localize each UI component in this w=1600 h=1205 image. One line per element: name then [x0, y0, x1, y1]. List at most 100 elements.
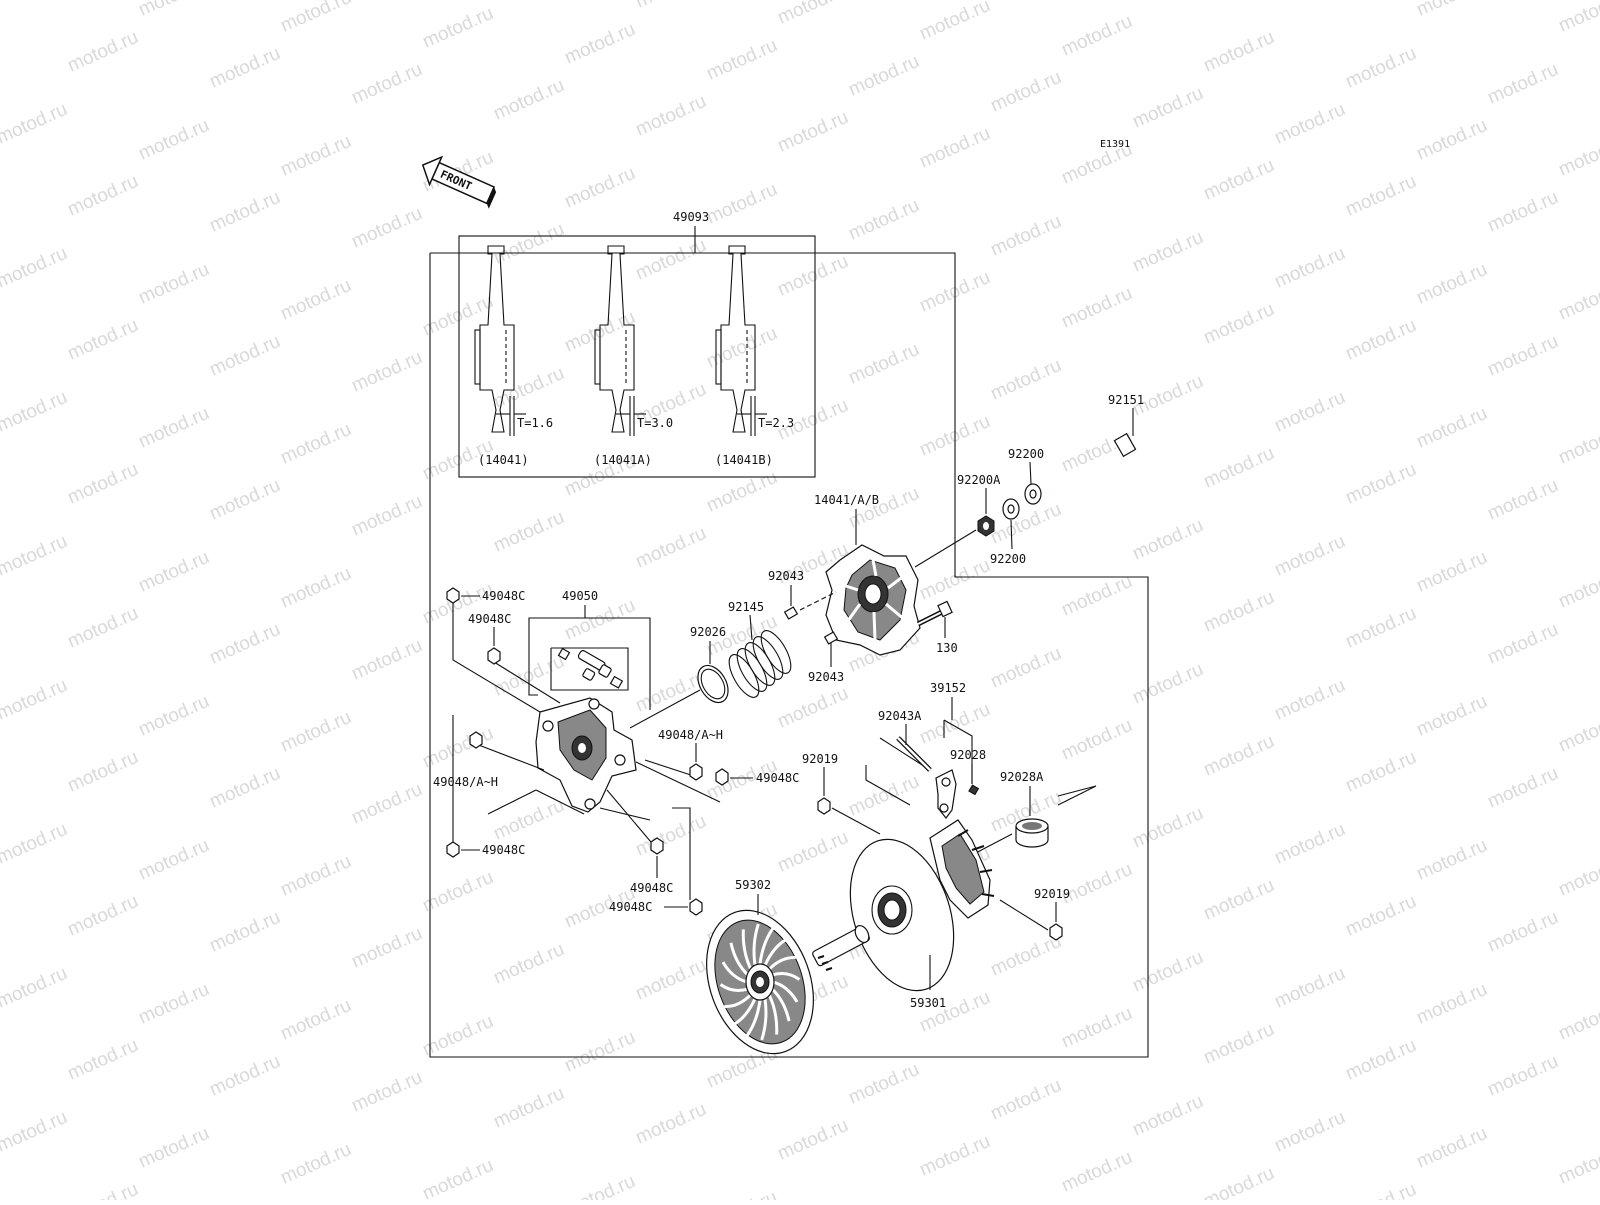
watermark-text: motod.ru: [419, 3, 496, 53]
callout-59301: 59301: [910, 996, 946, 1010]
watermark-text: motod.ru: [1342, 747, 1419, 797]
watermark-text: motod.ru: [1413, 259, 1490, 309]
watermark-text: motod.ru: [490, 219, 567, 269]
assembly-label: 49093: [673, 210, 709, 224]
watermark-text: motod.ru: [348, 347, 425, 397]
watermark-text: motod.ru: [135, 1123, 212, 1173]
watermark-text: motod.ru: [1555, 995, 1600, 1045]
watermark-text: motod.ru: [1342, 459, 1419, 509]
watermark-text: motod.ru: [490, 75, 567, 125]
watermark-text: motod.ru: [348, 779, 425, 829]
callout-49048AH-right: 49048/A~H: [658, 728, 723, 742]
watermark-text: motod.ru: [206, 475, 283, 525]
watermark-text: motod.ru: [64, 27, 141, 77]
watermark-text: motod.ru: [135, 979, 212, 1029]
nut-49048C-5: [650, 837, 664, 855]
watermark-text: motod.ru: [987, 643, 1064, 693]
watermark-text: motod.ru: [703, 323, 780, 373]
watermark-text: motod.ru: [1342, 603, 1419, 653]
watermark-text: motod.ru: [206, 763, 283, 813]
callout-49048C-3: 49048C: [756, 771, 799, 785]
watermark-text: motod.ru: [64, 1179, 141, 1200]
nut-49048C-4: [446, 841, 460, 858]
watermark-text: motod.ru: [916, 0, 993, 45]
watermark-text: motod.ru: [845, 195, 922, 245]
moveable-sheave-59301: [849, 819, 995, 992]
watermark-text: motod.ru: [1484, 331, 1561, 381]
callout-130: 130: [936, 641, 958, 655]
watermark-text: motod.ru: [561, 1027, 638, 1077]
watermark-text: motod.ru: [1555, 419, 1600, 469]
watermark-text: motod.ru: [1129, 83, 1206, 133]
watermark-text: motod.ru: [490, 363, 567, 413]
watermark-text: motod.ru: [1200, 587, 1277, 637]
watermark-text: motod.ru: [348, 635, 425, 685]
watermark-text: motod.ru: [1058, 283, 1135, 333]
callout-49048C-1: 49048C: [482, 589, 525, 603]
watermark-text: motod.ru: [987, 67, 1064, 117]
watermark-text: motod.ru: [1200, 299, 1277, 349]
watermark-text: motod.ru: [348, 923, 425, 973]
watermark-text: motod.ru: [1271, 387, 1348, 437]
shim-variant-14041: T=1.6 (14041): [474, 245, 553, 467]
watermark-text: motod.ru: [1200, 27, 1277, 77]
watermark-text: motod.ru: [774, 107, 851, 157]
watermark-text: motod.ru: [916, 699, 993, 749]
callout-49048C-2: 49048C: [468, 612, 511, 626]
watermark-text: motod.ru: [632, 0, 709, 13]
watermark-text: motod.ru: [1555, 1139, 1600, 1189]
fan-blade: [729, 942, 750, 977]
watermark-text: motod.ru: [0, 675, 71, 725]
callout-92019-top: 92019: [802, 752, 838, 766]
callout-92043-top: 92043: [768, 569, 804, 583]
watermark-text: motod.ru: [632, 1099, 709, 1149]
watermark-text: motod.ru: [1413, 115, 1490, 165]
watermark-text: motod.ru: [0, 1107, 71, 1157]
roller-92028A: [1015, 818, 1049, 848]
watermark-text: motod.ru: [1200, 1019, 1277, 1069]
watermark-text: motod.ru: [987, 355, 1064, 405]
watermark-text: motod.ru: [277, 419, 354, 469]
watermark-text: motod.ru: [1413, 835, 1490, 885]
watermark-text: motod.ru: [916, 1131, 993, 1181]
watermark-text: motod.ru: [277, 1139, 354, 1189]
callout-92028A: 92028A: [1000, 770, 1044, 784]
watermark-text: motod.ru: [1484, 187, 1561, 237]
fan-blade: [758, 926, 775, 965]
watermark-text: motod.ru: [348, 1067, 425, 1117]
watermark-text: motod.ru: [774, 1115, 851, 1165]
fan-blade: [771, 972, 801, 981]
nut-49048AH-right: [689, 763, 703, 781]
callout-14041AB: 14041/A/B: [814, 493, 879, 507]
callout-92028: 92028: [950, 748, 986, 762]
watermark-text: motod.ru: [0, 819, 71, 869]
fan-blade: [724, 993, 752, 1008]
watermark-text: motod.ru: [490, 507, 567, 557]
nut-49048AH-left: [469, 731, 483, 749]
watermark-text: motod.ru: [1058, 1003, 1135, 1053]
watermark-text: motod.ru: [916, 987, 993, 1037]
fan-blade: [752, 923, 760, 966]
watermark-text: motod.ru: [1413, 0, 1490, 21]
watermark-text: motod.ru: [64, 603, 141, 653]
watermark-text: motod.ru: [561, 19, 638, 69]
watermark-text: motod.ru: [845, 1059, 922, 1109]
cam-arm-assembly: [535, 697, 637, 813]
nut-49048C-1: [446, 587, 460, 604]
callout-39152: 39152: [930, 681, 966, 695]
watermark-text: motod.ru: [1342, 171, 1419, 221]
callout-92043A: 92043A: [878, 709, 922, 723]
watermark-text: motod.ru: [490, 1083, 567, 1133]
watermark-text: motod.ru: [561, 1171, 638, 1200]
watermark-text: motod.ru: [987, 499, 1064, 549]
watermark-text: motod.ru: [1342, 43, 1419, 93]
callout-49048AH-left: 49048/A~H: [433, 775, 498, 789]
fan-blade: [732, 998, 757, 1027]
watermark-text: motod.ru: [774, 683, 851, 733]
nut-92019-top: [817, 797, 831, 815]
watermark-text: motod.ru: [135, 691, 212, 741]
watermark-text: motod.ru: [1058, 11, 1135, 61]
nut-92019-bottom: [1049, 923, 1063, 941]
callout-92145: 92145: [728, 600, 764, 614]
watermark-text: motod.ru: [1413, 1123, 1490, 1173]
